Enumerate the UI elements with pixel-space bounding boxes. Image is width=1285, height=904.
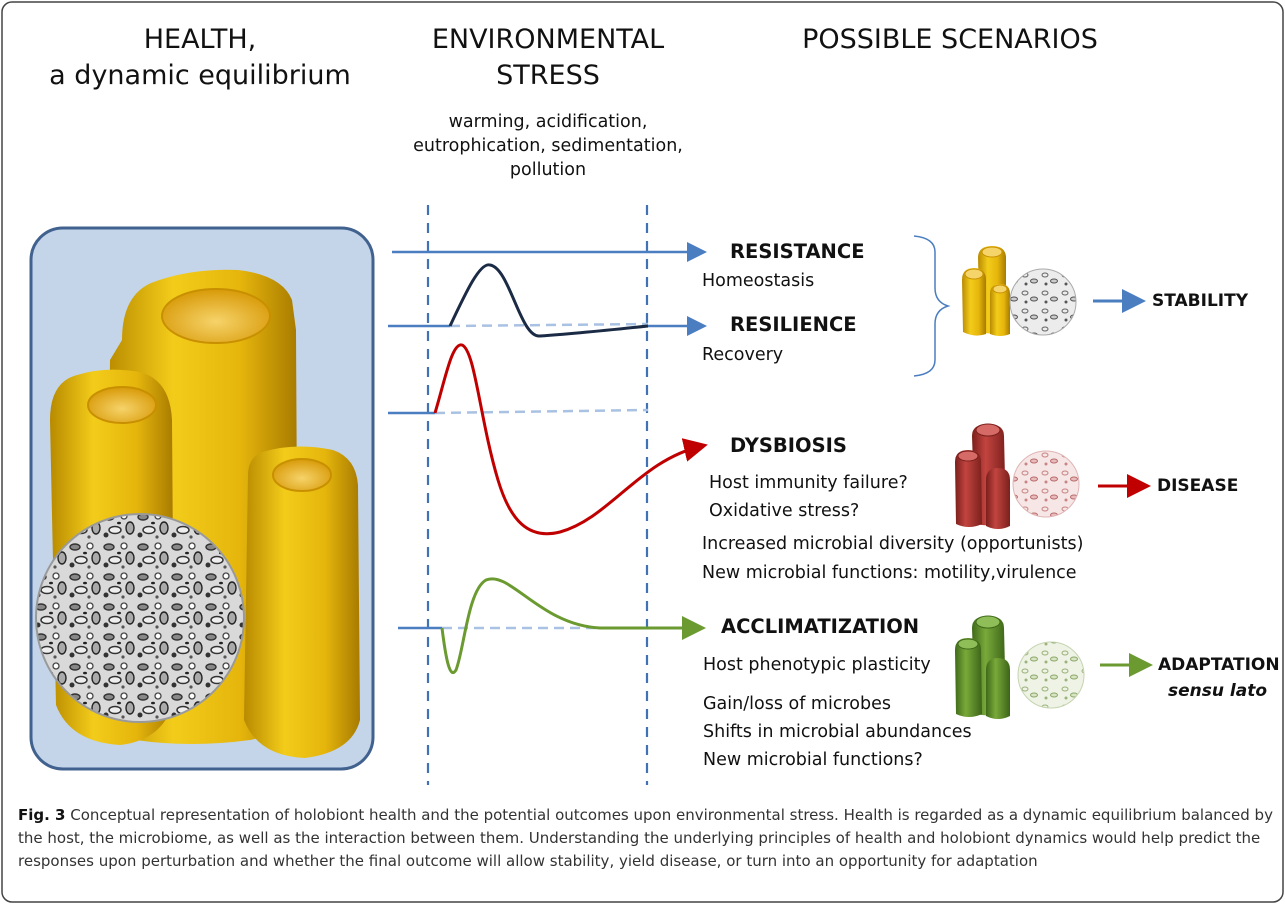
microbiome-icon (35, 513, 245, 723)
scenarios-heading: POSSIBLE SCENARIOS (802, 24, 1098, 55)
adaptation-sublabel: sensu lato (1168, 681, 1267, 701)
stress-heading-line2: STRESS (496, 60, 600, 91)
resilience-reference-line (449, 322, 649, 328)
diseased-microbiome-icon (1012, 450, 1080, 518)
dysbiosis-note-1: Host immunity failure? (709, 473, 908, 493)
health-heading-line1: HEALTH, (143, 24, 257, 55)
diseased-sponge-icon (955, 423, 1010, 529)
stress-heading-line1: ENVIRONMENTAL (431, 24, 665, 55)
acclimatization-note-4: New microbial functions? (703, 750, 923, 770)
stress-heading: ENVIRONMENTAL STRESS (398, 22, 698, 94)
acclimatization-note-2: Gain/loss of microbes (703, 694, 891, 714)
stressors-list: warming, acidification, eutrophication, … (368, 110, 728, 182)
stressors-line3: pollution (509, 160, 587, 180)
dysbiosis-curve (433, 343, 708, 536)
adapted-sponge-icon (955, 615, 1010, 719)
disease-label: DISEASE (1157, 476, 1239, 496)
acclimatization-label: ACCLIMATIZATION (721, 615, 920, 638)
resistance-label: RESISTANCE (730, 240, 865, 263)
health-heading: HEALTH, a dynamic equilibrium (10, 22, 390, 94)
figure-caption: Fig. 3 Conceptual representation of holo… (18, 804, 1276, 873)
figure-caption-label: Fig. 3 (18, 806, 66, 824)
stable-sponge-icon (962, 246, 1010, 336)
resistance-note: Homeostasis (702, 271, 815, 291)
acclimatization-curve (440, 577, 706, 674)
figure-caption-text: Conceptual representation of holobiont h… (18, 806, 1273, 870)
dysbiosis-label: DYSBIOSIS (730, 434, 847, 457)
adaptation-label: ADAPTATION (1158, 655, 1280, 675)
health-heading-line2: a dynamic equilibrium (49, 60, 351, 91)
stressors-line2: eutrophication, sedimentation, (413, 136, 683, 156)
dysbiosis-note-2: Oxidative stress? (709, 501, 860, 521)
stable-microbiome-icon (1009, 268, 1077, 336)
resilience-label: RESILIENCE (730, 313, 857, 336)
acclimatization-note-3: Shifts in microbial abundances (703, 722, 972, 742)
dysbiosis-note-4: New microbial functions: motility,virule… (702, 563, 1077, 583)
stability-label: STABILITY (1152, 291, 1249, 311)
resilience-note: Recovery (702, 345, 784, 365)
acclimatization-note-1: Host phenotypic plasticity (703, 655, 931, 675)
stressors-line1: warming, acidification, (448, 112, 648, 132)
resilience-curve (448, 263, 649, 338)
brace-icon (913, 235, 951, 377)
dysbiosis-reference-line (434, 408, 649, 415)
dysbiosis-note-3: Increased microbial diversity (opportuni… (702, 534, 1084, 554)
adapted-microbiome-icon (1017, 641, 1085, 709)
